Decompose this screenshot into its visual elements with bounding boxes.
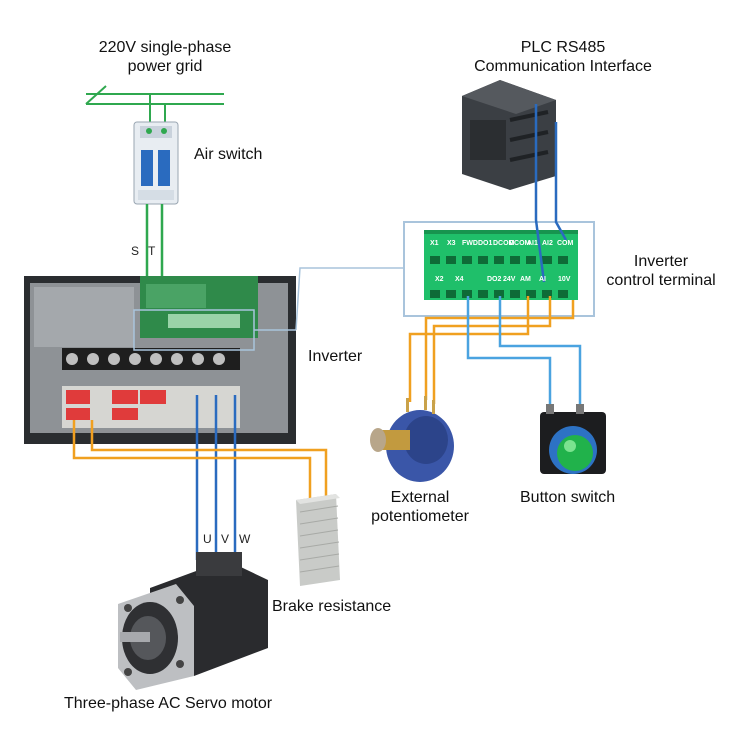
control-terminal-label: Inverter control terminal [594,252,728,290]
air-switch-device [133,121,179,205]
potentiometer-label-line1: External [390,489,450,506]
phase-u-label: U [203,532,212,546]
terminal-label: DO2 [487,276,502,283]
terminal-label: AI1 [527,240,538,247]
terminal-label: 24V [503,276,516,283]
terminal-label: X2 [435,276,444,283]
brake-resistor-device [296,494,340,586]
servo-motor-label: Three-phase AC Servo motor [64,695,273,712]
inverter-device [24,276,296,444]
button-switch-label: Button switch [520,489,616,506]
terminal-label: AM [520,276,531,283]
power-grid-label: 220V single-phase power grid [80,38,250,76]
phase-t-label: T [148,244,156,258]
phase-s-label: S [131,244,140,258]
power-grid-lines [85,85,224,125]
brake-resistance-label: Brake resistance [272,598,392,615]
power-grid-label-line2: power grid [127,58,203,75]
servo-motor-device [118,552,268,690]
terminal-label: 10V [558,276,571,283]
phase-w-label: W [239,532,251,546]
plc-label-line2: Communication Interface [474,58,652,75]
terminal-label: X1 [430,240,439,247]
terminal-label: AI [539,276,546,283]
terminal-label: DO1 [478,240,493,247]
power-grid-label-line1: 220V single-phase [98,39,232,56]
terminal-label: X4 [455,276,464,283]
terminal-label: X3 [447,240,456,247]
air-switch-label: Air switch [194,146,263,163]
terminal-label: COM [557,240,574,247]
plc-label: PLC RS485 Communication Interface [450,38,676,76]
control-terminal-label-line2: control terminal [606,272,716,289]
control-terminal-block [424,230,578,300]
potentiometer-label: External potentiometer [354,488,486,526]
terminal-label: DCOM [493,240,515,247]
plc-label-line1: PLC RS485 [520,39,606,56]
control-terminal-label-line1: Inverter [633,253,689,270]
phase-v-label: V [221,532,230,546]
plc-device [462,80,556,190]
potentiometer-device [370,396,454,482]
inverter-label: Inverter [308,348,363,365]
terminal-label: FWD [462,240,478,247]
terminal-label: AI2 [542,240,553,247]
button-switch-device [540,404,606,474]
potentiometer-label-line2: potentiometer [371,508,469,525]
terminal-label: DCOM [509,240,531,247]
